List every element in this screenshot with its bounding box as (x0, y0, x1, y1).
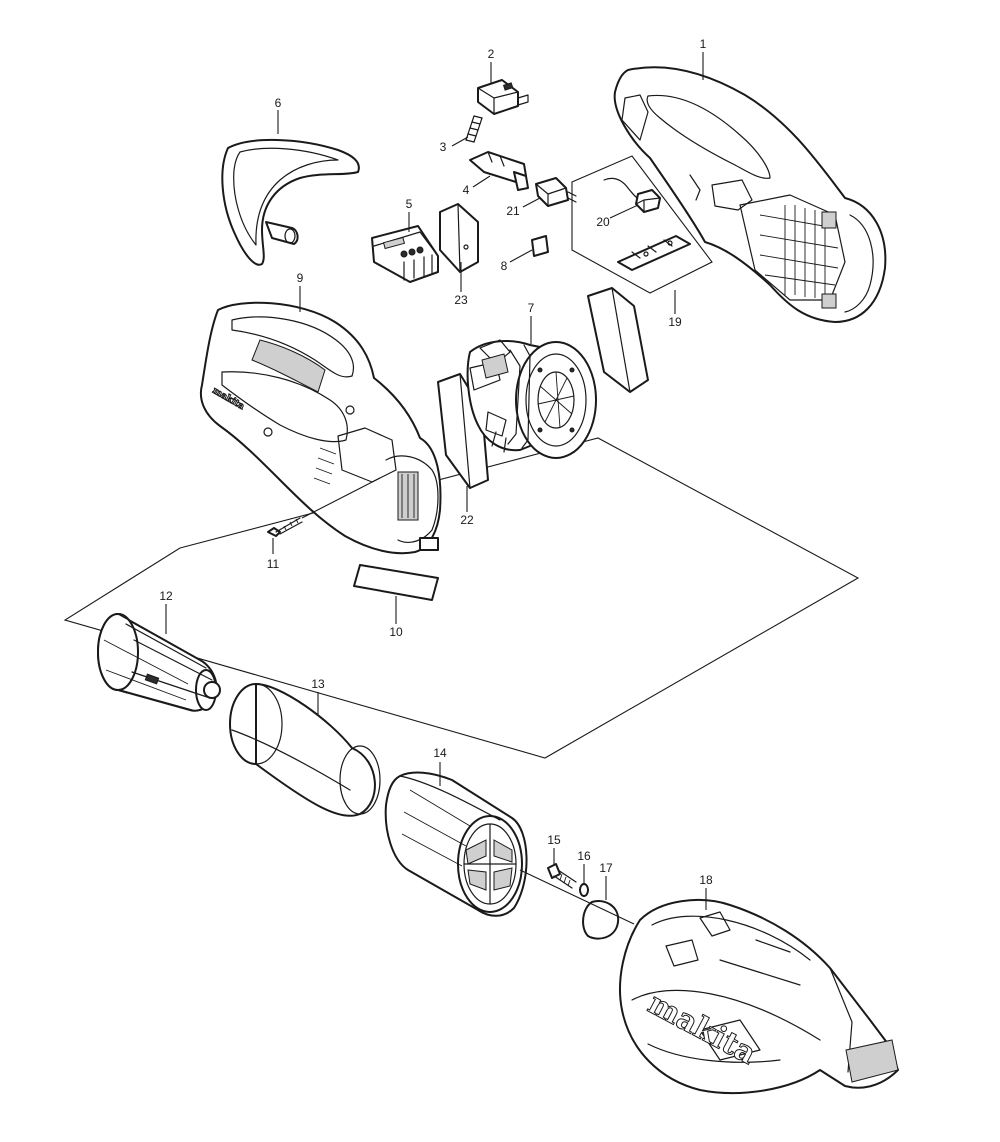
callout-6: 6 (275, 96, 282, 110)
callout-17: 17 (599, 861, 613, 875)
leader-3 (451, 136, 469, 147)
callout-21: 21 (506, 204, 520, 218)
callout-9: 9 (297, 271, 304, 285)
callout-20: 20 (596, 215, 610, 229)
callout-18: 18 (699, 873, 713, 887)
callout-15: 15 (547, 833, 561, 847)
callout-14: 14 (433, 746, 447, 760)
leader-20 (609, 204, 639, 219)
callout-1: 1 (700, 37, 707, 51)
callout-2: 2 (488, 47, 495, 61)
callout-7: 7 (528, 301, 535, 315)
part-12-filter-cage (97, 613, 221, 712)
part-6-strap-hook (221, 138, 360, 266)
assembly-axis-line (519, 869, 635, 925)
part-5-controller (371, 225, 439, 283)
callout-12: 12 (159, 589, 173, 603)
callout-8: 8 (501, 259, 508, 273)
part-15-screw (547, 863, 577, 889)
part-19-plate (617, 235, 691, 271)
part-10-label-plate (353, 564, 439, 601)
callout-10: 10 (389, 625, 403, 639)
callout-13: 13 (311, 677, 325, 691)
part-18-dust-case: makita (619, 899, 899, 1095)
part-2-micro-switch (477, 79, 529, 115)
callout-3: 3 (440, 140, 447, 154)
callout-23: 23 (454, 293, 468, 307)
part-17-disc (582, 900, 620, 940)
callout-5: 5 (406, 197, 413, 211)
part-7-motor-fan (466, 339, 597, 459)
callout-16: 16 (577, 849, 591, 863)
part-4-switch-lever (469, 151, 529, 191)
part-1-housing-right (613, 66, 887, 323)
callout-11: 11 (267, 557, 280, 571)
part-11-screw (267, 477, 381, 537)
part-16-washer (579, 883, 589, 897)
part-21-terminal (535, 177, 577, 207)
switch-subassembly-frame (571, 155, 713, 294)
part-20-lead-wire (603, 177, 661, 213)
callout-22: 22 (460, 513, 474, 527)
part-13-filter-cone (229, 683, 381, 817)
part-14-filter (384, 771, 528, 917)
part-3-spring (465, 115, 483, 143)
leader-4 (472, 175, 491, 188)
part-9-housing-left: makita (200, 301, 442, 555)
part-19-pad (587, 287, 649, 393)
part-8-small-pad (531, 235, 549, 257)
callout-4: 4 (463, 183, 470, 197)
upper-assembly-frame (63, 437, 860, 759)
leader-21 (522, 197, 541, 208)
part-23-pad (439, 203, 479, 273)
leader-8 (509, 249, 533, 263)
callout-19: 19 (668, 315, 682, 329)
